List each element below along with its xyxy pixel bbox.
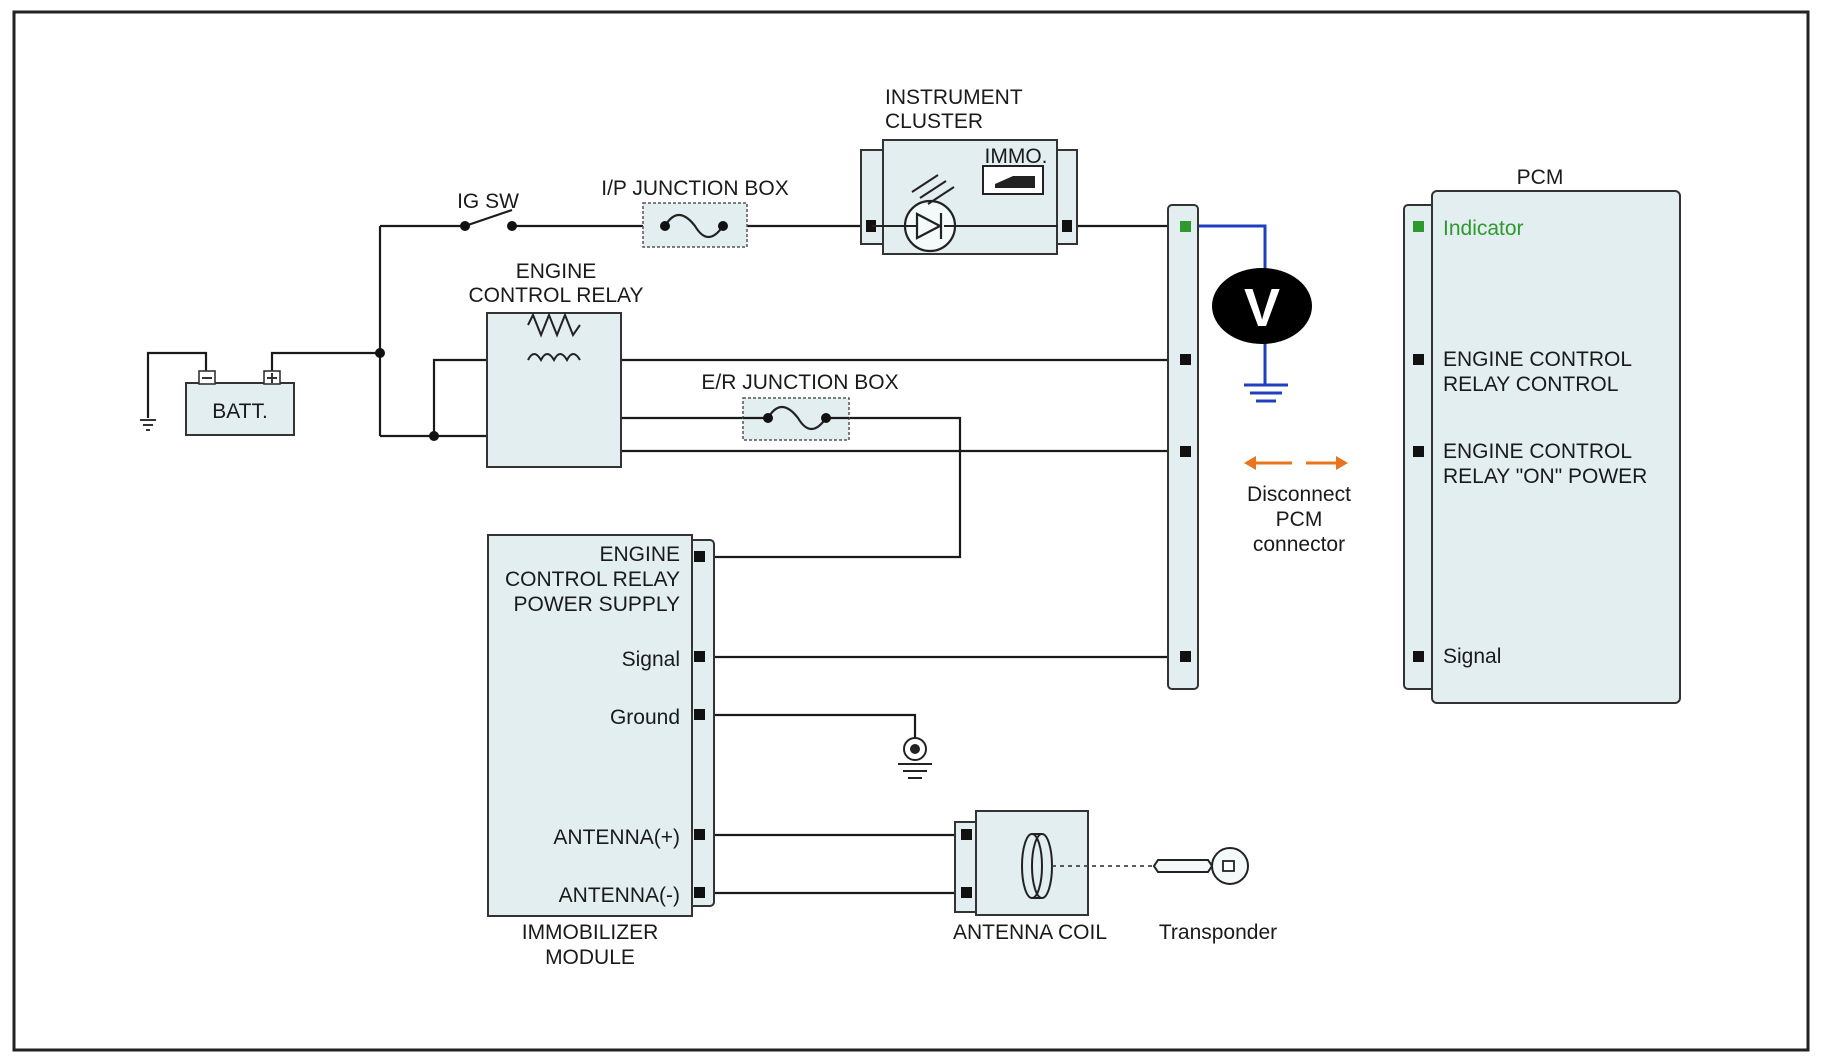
immo-pin-ecr-supply-3: POWER SUPPLY (514, 593, 680, 616)
pcm-pin-ecr-control-2: RELAY CONTROL (1443, 373, 1618, 396)
relay-coil-icon (527, 312, 581, 338)
disconnect-label-1: Disconnect (1247, 483, 1351, 506)
antenna-coil: ANTENNA COIL (953, 810, 1107, 944)
immobilizer-module-label-2: MODULE (545, 946, 635, 969)
engine-control-relay-label-2: CONTROL RELAY (468, 284, 643, 307)
antenna-coil-label: ANTENNA COIL (953, 921, 1107, 944)
immo-pin-ecr-supply-1: ENGINE (599, 543, 680, 566)
instrument-cluster: IMMO. INSTRUMENT CLUSTER (860, 86, 1078, 255)
er-junction-box: E/R JUNCTION BOX (701, 371, 899, 441)
indicator-probe-wire (1185, 224, 1267, 272)
disconnect-label-3: connector (1253, 533, 1345, 556)
er-junction-box-label: E/R JUNCTION BOX (701, 371, 898, 394)
disconnect-label-2: PCM (1276, 508, 1323, 531)
ig-switch-label: IG SW (457, 190, 519, 213)
immo-pin-signal: Signal (622, 648, 680, 671)
ip-fuse-icon (664, 213, 724, 239)
immo-pin-ground: Ground (610, 706, 680, 729)
er-fuse-icon (767, 405, 827, 431)
disconnect-arrows-icon (1244, 456, 1348, 470)
engine-control-relay: ENGINE CONTROL RELAY (468, 260, 644, 468)
pcm-pin-signal: Signal (1443, 645, 1501, 668)
ip-junction-box-label: I/P JUNCTION BOX (601, 177, 788, 200)
pcm-label: PCM (1517, 166, 1564, 189)
battery-label: BATT. (212, 400, 268, 423)
pcm-pin-ecr-control-1: ENGINE CONTROL (1443, 348, 1632, 371)
pcm-pin-indicator: Indicator (1443, 217, 1524, 240)
transponder-label: Transponder (1159, 921, 1277, 944)
pcm-pin-ecr-on-power-2: RELAY "ON" POWER (1443, 465, 1647, 488)
led-icon (872, 174, 1058, 253)
immo-pin-antenna-plus: ANTENNA(+) (553, 826, 680, 849)
pcm-pin-ecr-on-power-1: ENGINE CONTROL (1443, 440, 1632, 463)
instrument-cluster-label-2: CLUSTER (885, 110, 983, 133)
engine-control-relay-label-1: ENGINE (516, 260, 597, 283)
immo-label: IMMO. (985, 145, 1048, 168)
voltmeter-ground-icon (1244, 383, 1288, 403)
voltmeter-symbol: V (1244, 278, 1280, 338)
pcm-connector (1167, 204, 1199, 690)
immo-pin-antenna-minus: ANTENNA(-) (559, 884, 680, 907)
pcm: PCM Indicator ENGINE CONTROL RELAY CONTR… (1403, 166, 1681, 704)
transponder-key-icon (1152, 847, 1249, 885)
immobilizer-module-label-1: IMMOBILIZER (522, 921, 659, 944)
chassis-ground-icon (898, 737, 932, 779)
immobilizer-module: ENGINE CONTROL RELAY POWER SUPPLY Signal… (487, 534, 715, 969)
battery: BATT. (185, 370, 295, 436)
instrument-cluster-label-1: INSTRUMENT (885, 86, 1023, 109)
battery-ground-icon (140, 419, 156, 431)
ip-junction-box: I/P JUNCTION BOX (601, 177, 789, 248)
voltmeter: V (1212, 268, 1312, 344)
immo-pin-ecr-supply-2: CONTROL RELAY (505, 568, 680, 591)
